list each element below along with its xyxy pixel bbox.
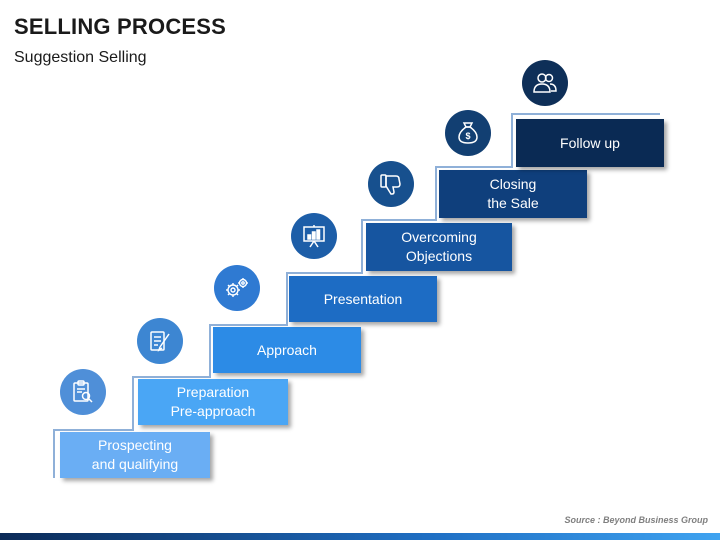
step-label: Prospecting and qualifying xyxy=(91,437,179,472)
checklist-pen-icon xyxy=(137,318,183,364)
svg-text:$: $ xyxy=(465,131,470,141)
presentation-board-icon xyxy=(291,213,337,259)
step-follow-up: Follow up xyxy=(516,119,664,167)
step-label: Closing the Sale xyxy=(487,176,539,211)
page-title: SELLING PROCESS xyxy=(14,14,227,39)
step-label: Presentation xyxy=(323,290,403,307)
clipboard-search-icon xyxy=(60,369,106,415)
thumbs-down-icon xyxy=(368,161,414,207)
step-label: Follow up xyxy=(560,134,620,151)
step-prospecting: Prospecting and qualifying xyxy=(60,432,210,478)
bottom-accent-bar xyxy=(0,533,720,540)
page-subtitle: Suggestion Selling xyxy=(14,49,147,66)
users-icon xyxy=(522,60,568,106)
step-presentation: Presentation xyxy=(289,276,437,322)
money-bag-icon: $ xyxy=(445,110,491,156)
step-label: Approach xyxy=(257,341,317,358)
step-overcoming-objections: Overcoming Objections xyxy=(366,223,512,271)
gears-icon xyxy=(214,265,260,311)
step-approach: Approach xyxy=(213,327,361,373)
step-label: Preparation Pre-approach xyxy=(170,384,256,419)
step-label: Overcoming Objections xyxy=(401,229,477,264)
step-closing: Closing the Sale xyxy=(439,170,587,218)
source-note: Source : Beyond Business Group xyxy=(564,515,708,525)
step-preparation: Preparation Pre-approach xyxy=(138,379,288,425)
